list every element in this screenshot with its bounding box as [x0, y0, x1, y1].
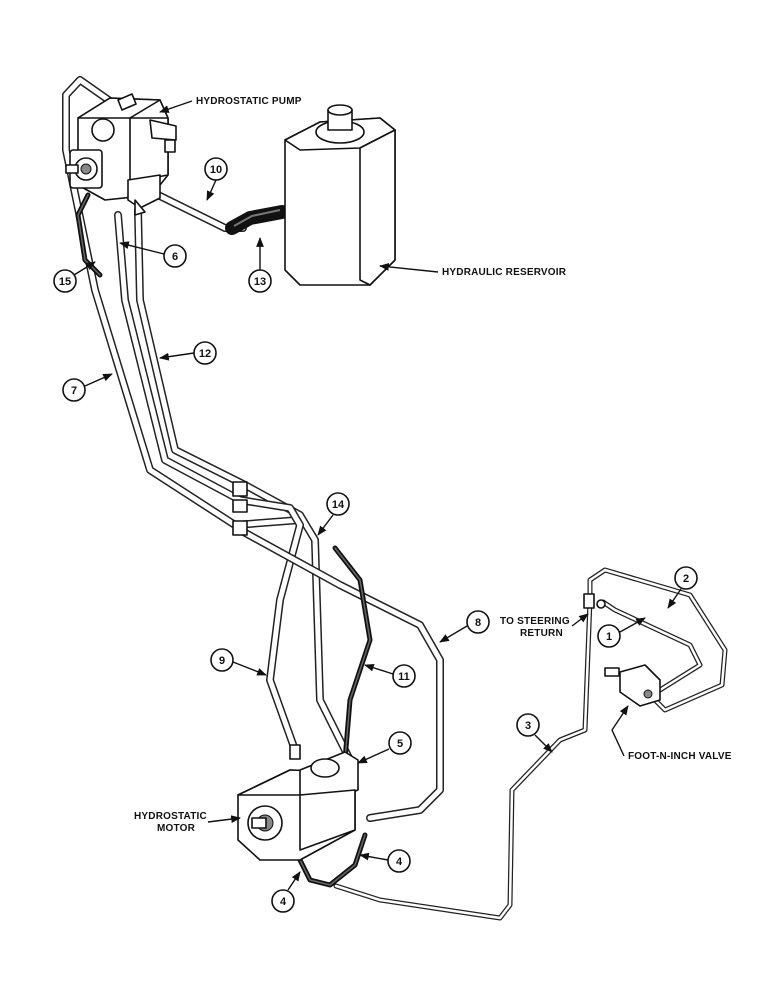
callout-13: 11	[364, 663, 416, 688]
label-hydrostatic-pump: HYDROSTATIC PUMP	[159, 96, 302, 113]
callout-3: 3	[516, 713, 553, 753]
svg-text:HYDROSTATIC PUMP: HYDROSTATIC PUMP	[196, 96, 302, 107]
hose-4	[297, 832, 368, 888]
svg-text:MOTOR: MOTOR	[157, 823, 196, 834]
tube-9	[114, 211, 304, 754]
svg-text:6: 6	[172, 251, 178, 263]
callout-4-right: 4	[359, 849, 411, 873]
callout-1: 1	[597, 617, 646, 648]
svg-text:2: 2	[683, 573, 689, 585]
svg-text:10: 10	[210, 164, 222, 176]
label-hydraulic-reservoir: HYDRAULIC RESERVOIR	[379, 263, 567, 278]
svg-text:9: 9	[219, 655, 225, 667]
svg-text:13: 13	[254, 276, 266, 288]
svg-text:TO STEERING: TO STEERING	[500, 616, 570, 627]
hose-12	[225, 205, 289, 235]
tube-2	[587, 567, 728, 713]
svg-text:14: 14	[332, 499, 345, 511]
callout-9: 9	[210, 648, 267, 676]
svg-text:4: 4	[396, 856, 403, 868]
callout-5: 5	[357, 731, 412, 764]
steering-return-fitting	[583, 593, 606, 609]
callout-8: 8	[439, 610, 490, 643]
svg-text:5: 5	[397, 738, 403, 750]
svg-text:11: 11	[398, 671, 410, 683]
tube-10	[134, 206, 354, 834]
hydraulic-reservoir	[284, 104, 396, 286]
callout-10: 12	[159, 341, 217, 365]
hydrostatic-motor	[237, 744, 359, 861]
svg-text:7: 7	[71, 385, 77, 397]
svg-text:HYDROSTATIC: HYDROSTATIC	[134, 811, 207, 822]
svg-text:8: 8	[475, 617, 481, 629]
tube-8	[236, 526, 444, 822]
callout-4-left: 4	[271, 871, 301, 913]
callout-12: 13	[248, 237, 272, 293]
svg-text:FOOT-N-INCH VALVE: FOOT-N-INCH VALVE	[628, 751, 732, 762]
callout-15: 15	[53, 261, 96, 293]
hydrostatic-pump	[65, 93, 177, 216]
tube-1	[600, 599, 703, 693]
callout-14: 14	[317, 492, 350, 536]
svg-text:1: 1	[606, 631, 612, 643]
callout-11: 10	[204, 157, 228, 201]
label-hydrostatic-motor: HYDROSTATIC MOTOR	[134, 811, 241, 834]
svg-text:HYDRAULIC RESERVOIR: HYDRAULIC RESERVOIR	[442, 267, 567, 278]
label-to-steering-return: TO STEERING RETURN	[500, 613, 589, 639]
callout-6: 6	[119, 241, 187, 268]
tube-clamps	[232, 481, 248, 536]
callout-7: 7	[62, 373, 113, 402]
svg-text:12: 12	[199, 348, 211, 360]
callout-2: 2	[667, 566, 698, 609]
svg-text:15: 15	[59, 276, 71, 288]
svg-text:RETURN: RETURN	[520, 628, 563, 639]
tube-3	[333, 597, 593, 921]
hose-15	[75, 192, 103, 278]
svg-text:4: 4	[280, 896, 287, 908]
label-foot-n-inch-valve: FOOT-N-INCH VALVE	[611, 705, 732, 762]
svg-text:3: 3	[525, 720, 531, 732]
foot-n-inch-valve	[604, 664, 661, 707]
